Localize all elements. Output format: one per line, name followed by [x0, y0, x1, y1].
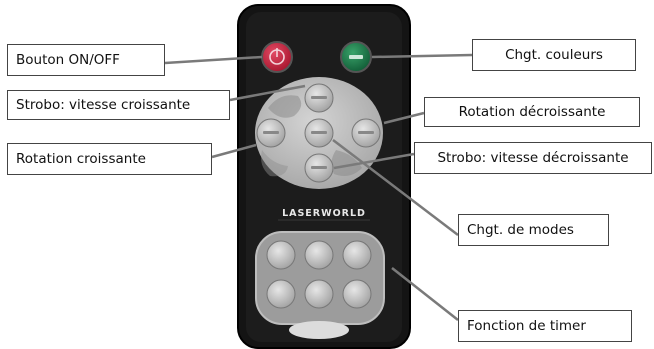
- callout-color: Chgt. couleurs: [472, 39, 636, 71]
- brand-logo: LASERWORLD: [282, 208, 366, 219]
- timer-button-3[interactable]: [342, 240, 372, 270]
- timer-button-1[interactable]: [266, 240, 296, 270]
- callout-mode: Chgt. de modes: [458, 214, 609, 246]
- timer-button-4[interactable]: [266, 279, 296, 309]
- leader-rotation-down: [383, 111, 425, 125]
- timer-button-6[interactable]: [342, 279, 372, 309]
- leader-rotation-up: [211, 143, 257, 159]
- leader-strobe-down: [333, 152, 415, 170]
- leader-strobe-up: [229, 84, 306, 102]
- callout-rotation-up: Rotation croissante: [7, 143, 212, 175]
- callout-power: Bouton ON/OFF: [7, 44, 165, 76]
- leader-power: [164, 55, 263, 65]
- callout-timer: Fonction de timer: [458, 310, 632, 342]
- leader-mode: [332, 139, 459, 236]
- callout-strobe-down: Strobo: vitesse décroissante: [414, 142, 652, 174]
- leader-color: [371, 53, 473, 59]
- callout-strobe-up: Strobo: vitesse croissante: [7, 90, 230, 120]
- callout-rotation-down: Rotation décroissante: [424, 97, 640, 127]
- timer-button-2[interactable]: [304, 240, 334, 270]
- timer-button-5[interactable]: [304, 279, 334, 309]
- leader-timer: [391, 267, 459, 321]
